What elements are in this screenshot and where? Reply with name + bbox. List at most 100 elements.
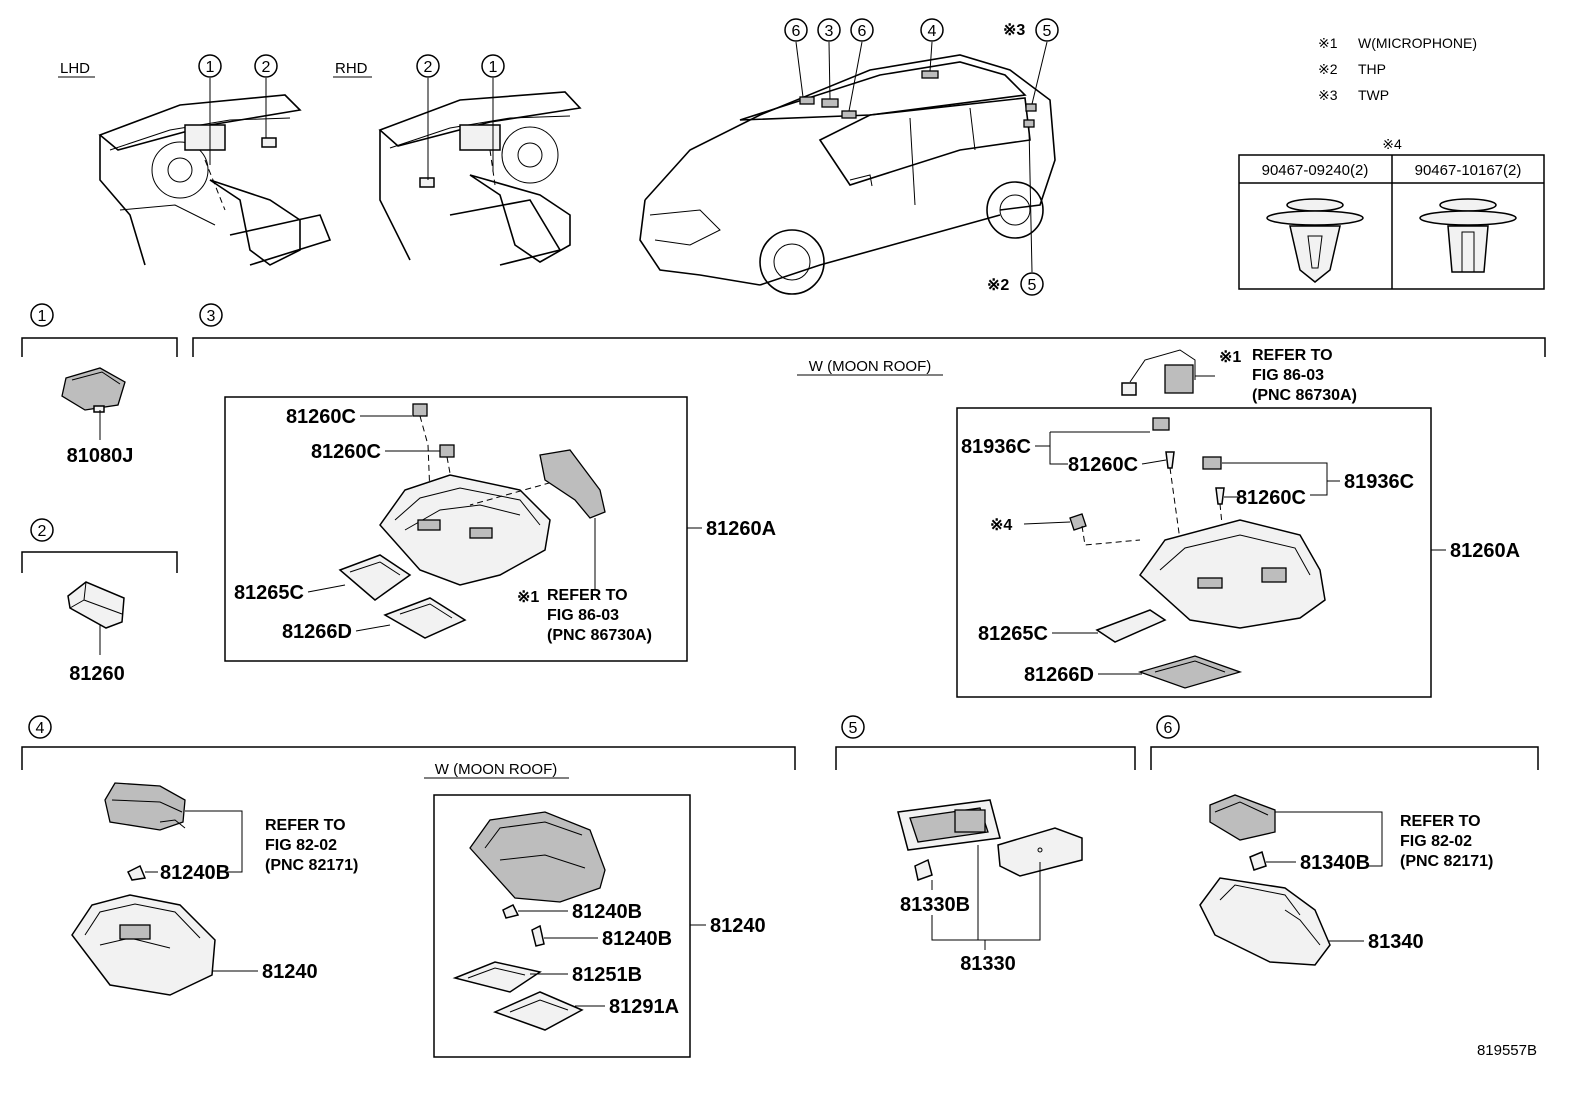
- callout-3-car: [817, 18, 841, 42]
- note-mark: ※1: [517, 589, 539, 606]
- vehicle-illustration: [639, 54, 1056, 295]
- part-number: 81080J: [67, 445, 134, 467]
- section-number: 2: [38, 523, 47, 540]
- microphone-illustration: [1121, 349, 1196, 396]
- part-number: 81260A: [1450, 540, 1520, 562]
- note-mark: ※1: [1219, 349, 1241, 366]
- refer-text: FIG 86-03: [547, 607, 619, 624]
- callout-5-car-top: [1035, 18, 1059, 42]
- part-81260-illustration: [67, 581, 125, 629]
- section-3-header: W (MOON ROOF): [809, 358, 931, 375]
- part-number: 81265C: [978, 623, 1048, 645]
- part-number: 81260C: [311, 441, 381, 463]
- section-4-bracket: [21, 746, 796, 770]
- part-number: 81330B: [900, 894, 970, 916]
- note-text: THP: [1358, 61, 1386, 77]
- section-number: 1: [38, 308, 47, 325]
- callout-number: 5: [1043, 23, 1052, 40]
- section-number: 6: [1164, 720, 1173, 737]
- part-number: 81266D: [282, 621, 352, 643]
- part-number: 81260C: [286, 406, 356, 428]
- section-1-bracket: [21, 337, 178, 357]
- refer-text: (PNC 82171): [265, 857, 358, 874]
- refer-text: (PNC 82171): [1400, 853, 1493, 870]
- variant-legend: ※1 W(MICROPHONE) ※2 THP ※3 TWP: [1318, 35, 1477, 103]
- section-3-left-box: [224, 396, 688, 662]
- section-2-bracket: [21, 551, 178, 573]
- callout-number: 4: [928, 23, 937, 40]
- part-number: 81260A: [706, 518, 776, 540]
- section-4-header: W (MOON ROOF): [435, 761, 557, 778]
- refer-text: REFER TO: [547, 587, 628, 604]
- part-number: 81251B: [572, 964, 642, 986]
- callout-2-lhd: [254, 54, 278, 78]
- part-number: 81936C: [1344, 471, 1414, 493]
- refer-text: (PNC 86730A): [547, 627, 652, 644]
- table-header: 90467-10167(2): [1415, 162, 1522, 179]
- part-81080J-illustration: [61, 367, 126, 413]
- part-number: 81265C: [234, 582, 304, 604]
- sheet-code: 819557B: [1477, 1042, 1537, 1059]
- part-number: 81266D: [1024, 664, 1094, 686]
- vanity-lamp-illustration: [897, 799, 1083, 881]
- refer-text: FIG 82-02: [1400, 833, 1472, 850]
- refer-text: REFER TO: [1252, 347, 1333, 364]
- callout-6-car: [850, 18, 874, 42]
- callout-number: 3: [825, 23, 834, 40]
- callout-number: 1: [206, 59, 215, 76]
- refer-text: FIG 86-03: [1252, 367, 1324, 384]
- part-number: 81291A: [609, 996, 679, 1018]
- part-number: 81260C: [1068, 454, 1138, 476]
- callout-1-rhd: [481, 54, 505, 78]
- lhd-dashboard-illustration: [98, 94, 332, 266]
- callout-5-car-bottom: [1020, 272, 1044, 296]
- note-mark: ※4: [990, 517, 1012, 534]
- note-mark: ※2: [1318, 61, 1338, 77]
- part-number: 81260: [69, 663, 125, 685]
- part-number: 81240B: [572, 901, 642, 923]
- room-lamp-right-illustration: [452, 811, 606, 1031]
- section-3-callout: [199, 303, 223, 327]
- section-6-bracket: [1150, 746, 1539, 770]
- section-4-callout: [28, 715, 52, 739]
- section-number: 5: [849, 720, 858, 737]
- note-mark: ※1: [1318, 35, 1338, 51]
- section-2-callout: [30, 518, 54, 542]
- refer-text: FIG 82-02: [265, 837, 337, 854]
- section-number: 4: [36, 720, 45, 737]
- part-number: 81340: [1368, 931, 1424, 953]
- callout-number: 6: [792, 23, 801, 40]
- callout-number: 2: [262, 59, 271, 76]
- note-mark: ※3: [1318, 87, 1338, 103]
- map-lamp-assembly-right-illustration: [1069, 417, 1326, 689]
- note-text: TWP: [1358, 87, 1389, 103]
- table-header: 90467-09240(2): [1262, 162, 1369, 179]
- part-number: 81260C: [1236, 487, 1306, 509]
- callout-4-car: [920, 18, 944, 42]
- refer-text: REFER TO: [1400, 813, 1481, 830]
- rhd-label: RHD: [335, 60, 368, 77]
- part-number: 81340B: [1300, 852, 1370, 874]
- callout-number: 5: [1028, 277, 1037, 294]
- part-number: 81330: [960, 953, 1016, 975]
- map-lamp-assembly-left-illustration: [338, 403, 606, 639]
- section-5-callout: [841, 715, 865, 739]
- part-number: 81240B: [160, 862, 230, 884]
- refer-text: (PNC 86730A): [1252, 387, 1357, 404]
- clip-table: ※4 90467-09240(2) 90467-10167(2): [1238, 136, 1545, 290]
- section-1-callout: [30, 303, 54, 327]
- lhd-label: LHD: [60, 60, 90, 77]
- section-5-bracket: [835, 746, 1136, 770]
- part-number: 81240: [710, 915, 766, 937]
- section-3-bracket: [192, 337, 1546, 357]
- section-number: 3: [207, 308, 216, 325]
- callout-6-car: [784, 18, 808, 42]
- table-mark: ※4: [1382, 136, 1402, 152]
- callout-number: 2: [424, 59, 433, 76]
- rhd-dashboard-illustration: [378, 91, 582, 266]
- part-number: 81240: [262, 961, 318, 983]
- part-number: 81936C: [961, 436, 1031, 458]
- section-4-right-box: [433, 794, 691, 1058]
- room-lamp-left-illustration: [71, 782, 216, 996]
